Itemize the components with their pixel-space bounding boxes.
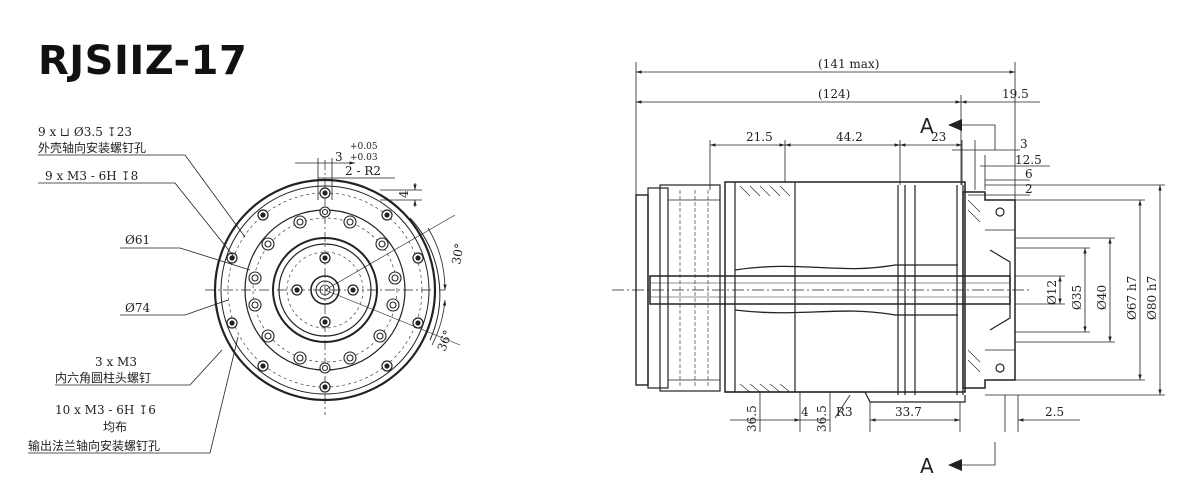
section-label-top: A	[920, 114, 934, 138]
dia-67-h7: Ø67 h7	[1125, 276, 1139, 320]
dim-19-5: 19.5	[1002, 87, 1029, 101]
dim-33-7: 33.7	[895, 405, 922, 419]
dim-23: 23	[931, 130, 946, 144]
note-flange-cn2: 输出法兰轴向安装螺钉孔	[28, 438, 160, 453]
dim-141-max: (141 max)	[818, 57, 879, 71]
dia-12: Ø12	[1045, 280, 1059, 305]
dim-4: 4	[801, 405, 809, 419]
note-screw: 3 x M3	[95, 355, 137, 369]
product-title: RJSIIZ-17	[38, 38, 248, 84]
tol-lower: +0.03	[350, 153, 378, 163]
center-bore	[310, 275, 340, 305]
dim-r3: R3	[836, 405, 853, 419]
angle-30: 30°	[449, 242, 466, 265]
inner-holes	[248, 206, 402, 374]
center-screws	[291, 252, 359, 328]
dim-3: 3	[1020, 137, 1028, 151]
outer-holes	[226, 187, 424, 393]
section-hatching	[739, 185, 981, 393]
dim-12-5: 12.5	[1015, 153, 1042, 167]
dia-61: Ø61	[125, 233, 150, 247]
outer-housing-ring	[213, 178, 437, 402]
motor-housing	[724, 181, 966, 393]
dia-40: Ø40	[1095, 285, 1109, 310]
note-flange: 10 x M3 - 6H ↧6	[55, 403, 156, 417]
dim-21-5: 21.5	[746, 130, 773, 144]
front-view-dimensions	[28, 154, 461, 454]
dia-80-h7: Ø80 h7	[1145, 276, 1159, 320]
dim-4: 4	[397, 190, 411, 198]
note-holes-b: 9 x M3 - 6H ↧8	[45, 169, 138, 183]
note-holes-a-cn: 外壳轴向安装螺钉孔	[38, 140, 146, 155]
note-flange-cn1: 均布	[103, 420, 127, 434]
dim-2-5: 2.5	[1045, 405, 1064, 419]
dim-36-5-right: 36.5	[815, 405, 829, 432]
bolt-circle-61	[252, 217, 398, 363]
dim-44-2: 44.2	[836, 130, 863, 144]
section-label-bottom: A	[920, 454, 934, 478]
angle-36: 36°	[435, 328, 455, 353]
dim-124: (124)	[818, 87, 850, 101]
side-view	[612, 181, 1030, 403]
dia-74: Ø74	[125, 301, 150, 315]
note-holes-a: 9 x ⊔ Ø3.5 ↧23	[38, 125, 132, 139]
dim-3: 3	[335, 150, 343, 164]
note-screw-cn: 内六角圆柱头螺钉	[55, 370, 151, 385]
dim-2r2: 2 - R2	[345, 164, 381, 178]
dim-36-5-left: 36.5	[745, 405, 759, 432]
tol-upper: +0.05	[350, 142, 378, 152]
side-view-dimensions	[635, 62, 1165, 466]
dia-35: Ø35	[1070, 285, 1084, 310]
dim-6: 6	[1025, 167, 1033, 181]
front-view	[205, 160, 445, 415]
dim-2: 2	[1025, 182, 1033, 196]
